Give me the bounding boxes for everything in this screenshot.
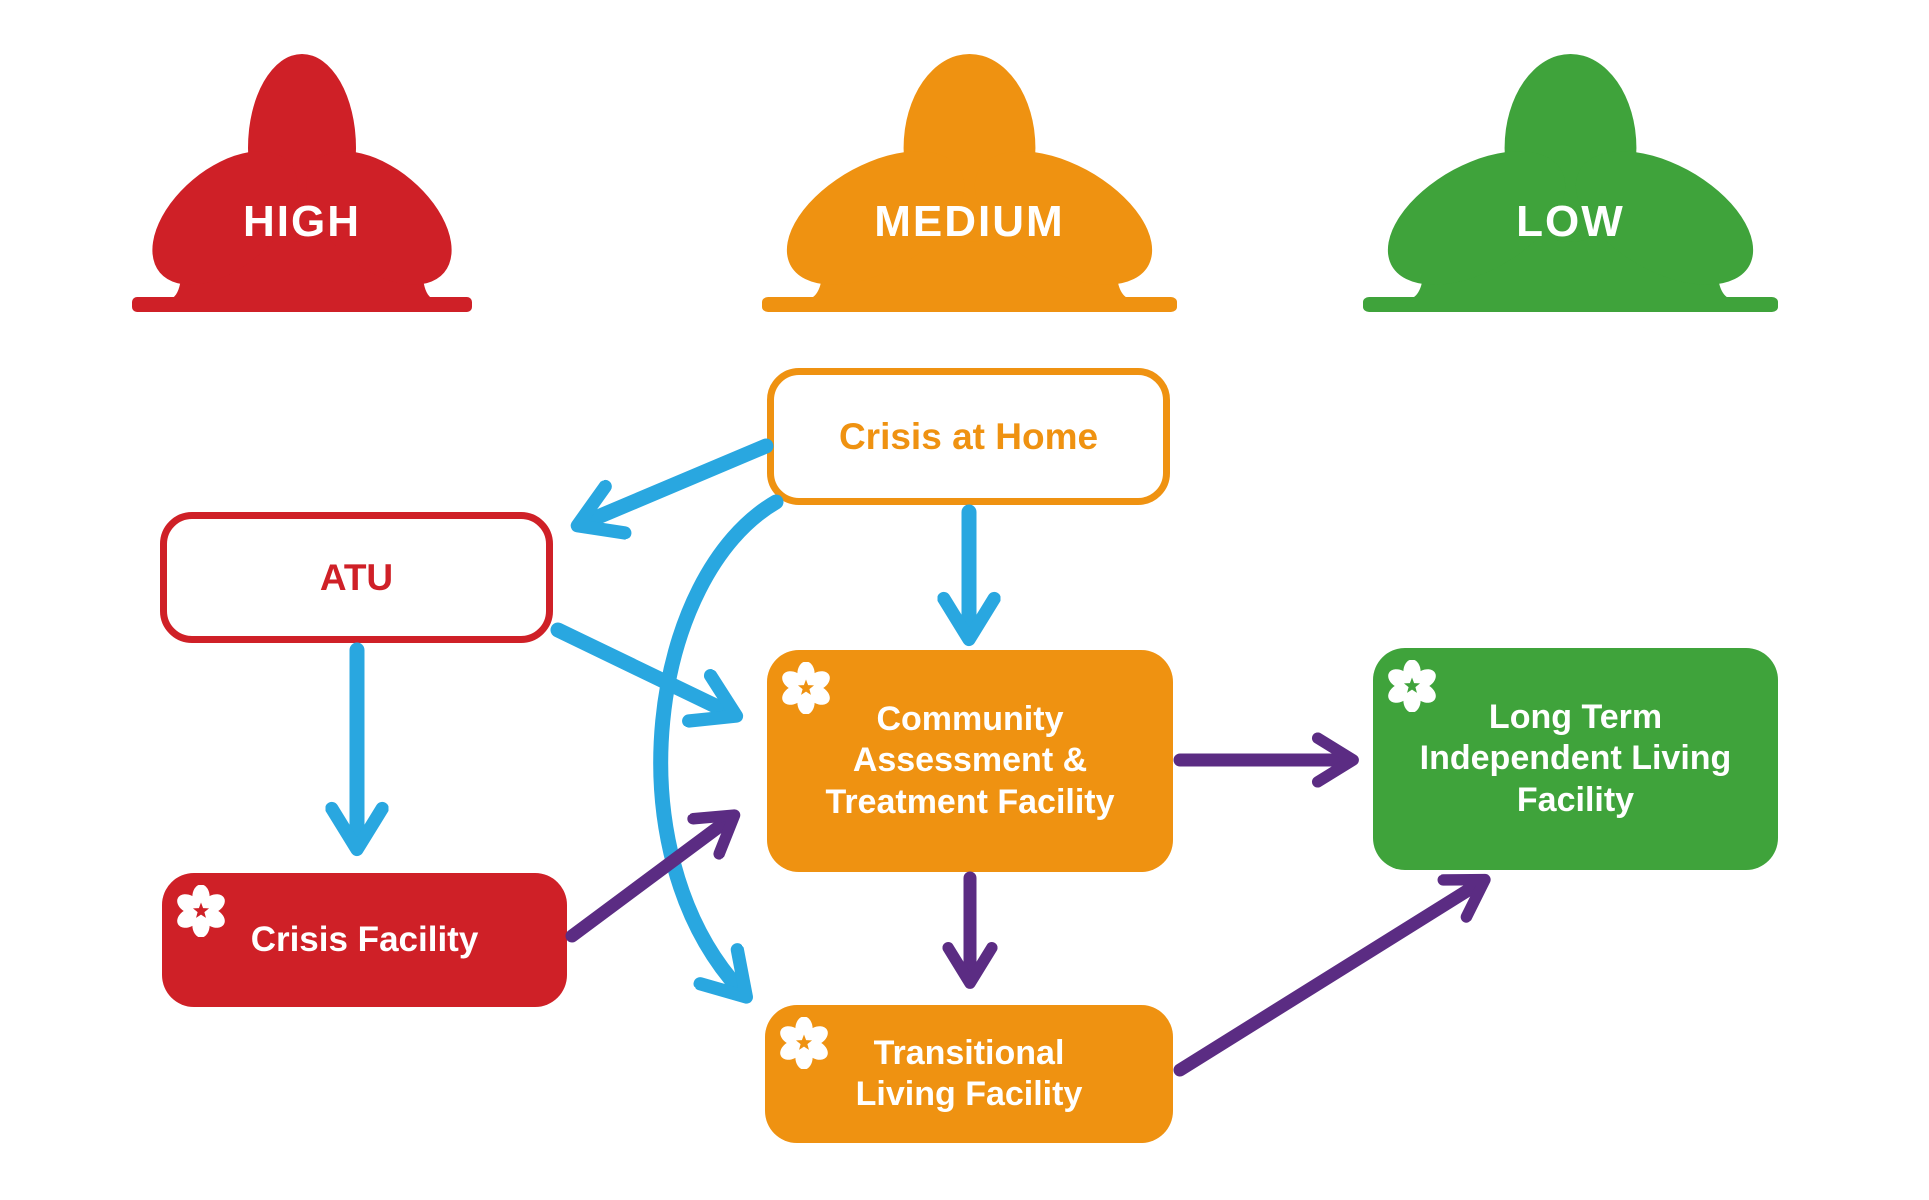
flower-icon: [780, 1017, 828, 1069]
flower-icon: [1388, 660, 1436, 712]
risk-label-medium: MEDIUM: [874, 197, 1065, 246]
node-atu: ATU: [160, 512, 553, 643]
node-transitional-living-facility: Transitional Living Facility: [765, 1005, 1173, 1143]
node-label: Long Term Independent Living Facility: [1419, 697, 1732, 819]
lotus-flower-icon: [132, 54, 472, 312]
arrow-atu-to-catf: [550, 622, 728, 712]
node-long-term-independent-living-facility: Long Term Independent Living Facility: [1373, 648, 1778, 870]
risk-label-high: HIGH: [243, 197, 361, 246]
risk-label-low: LOW: [1516, 197, 1625, 246]
node-label: Transitional Living Facility: [855, 1033, 1083, 1113]
arrow-crisis-home-to-atu: [586, 438, 774, 522]
node-label: Crisis Facility: [250, 920, 479, 959]
node-crisis-facility: Crisis Facility: [162, 873, 567, 1007]
node-community-assessment-treatment-facility: Community Assessment & Treatment Facilit…: [767, 650, 1173, 872]
risk-flower-high: HIGH: [132, 50, 472, 312]
arrow-transitional-to-long-term: [1173, 884, 1478, 1077]
arrow-crisis-home-to-transitional-curve: [653, 494, 784, 990]
risk-flower-medium: MEDIUM: [762, 50, 1177, 312]
flower-icon: [177, 885, 225, 937]
node-crisis-at-home: Crisis at Home: [767, 368, 1170, 505]
arrow-crisis-facility-to-catf: [565, 820, 728, 943]
lotus-flower-icon: [1363, 54, 1778, 312]
risk-flower-low: LOW: [1363, 50, 1778, 312]
lotus-flower-icon: [762, 54, 1177, 312]
node-label: ATU: [319, 556, 394, 598]
node-label: Crisis at Home: [838, 415, 1099, 457]
flower-icon: [782, 662, 830, 714]
node-label: Community Assessment & Treatment Facilit…: [825, 699, 1115, 821]
